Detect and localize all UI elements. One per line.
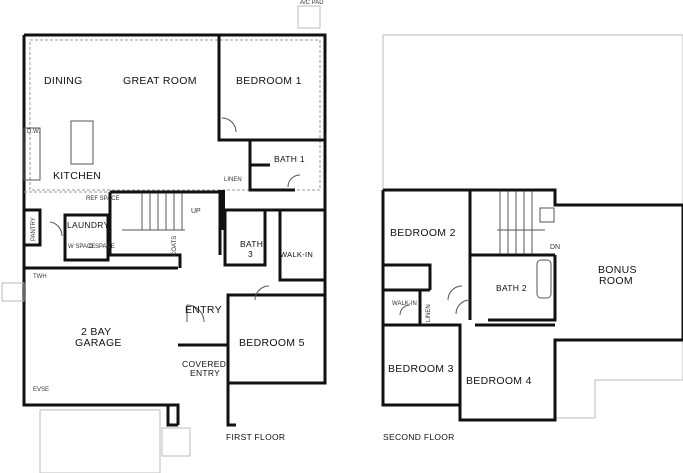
note-washer: W SPACE xyxy=(68,244,95,250)
bath1-walls xyxy=(218,140,325,282)
hvac-chase xyxy=(539,207,555,223)
room-label-kitchen: KITCHEN xyxy=(53,170,101,182)
room-label-covered-entry-line1: COVERED xyxy=(182,359,226,369)
second-floor-title: SECOND FLOOR xyxy=(383,432,455,442)
roof-line xyxy=(29,39,321,191)
room-label-bonus-line1: BONUS xyxy=(598,264,637,276)
room-label-bonus-line2: ROOM xyxy=(599,275,633,287)
roof-outline xyxy=(382,34,683,419)
note-dw: D.W. xyxy=(27,129,40,135)
entry-walls xyxy=(166,343,236,427)
room-label-covered-entry-line2: ENTRY xyxy=(190,368,220,378)
garage-door-landing xyxy=(1,282,25,302)
note-dryer: D SPACE xyxy=(89,244,115,250)
stair-walls xyxy=(24,190,220,268)
room-label-laundry: LAUNDRY xyxy=(67,220,110,230)
room-label-bedroom3: BEDROOM 3 xyxy=(388,363,454,375)
room-label-bedroom1: BEDROOM 1 xyxy=(236,75,302,87)
first-floor-title: FIRST FLOOR xyxy=(226,432,285,442)
note-evse: EVSE xyxy=(33,387,49,393)
bathtub xyxy=(536,259,552,299)
room-label-walkin: WALK-IN xyxy=(392,301,417,307)
kitchen-island xyxy=(70,120,94,165)
room-label-linen: LINEN xyxy=(426,304,432,322)
room-label-garage-line2: GARAGE xyxy=(75,337,122,349)
room-label-bedroom5: BEDROOM 5 xyxy=(239,337,305,349)
driveway xyxy=(39,409,161,473)
note-up: UP xyxy=(191,208,201,215)
room-label-pantry: PANTRY xyxy=(31,217,37,241)
room-label-dining: DINING xyxy=(44,75,83,87)
note-twh: TWH xyxy=(33,274,47,280)
room-label-entry: ENTRY xyxy=(185,304,222,316)
first-floor-plan: DINING GREAT ROOM BEDROOM 1 KITCHEN BATH… xyxy=(1,0,327,473)
room-label-bath3-line2: 3 xyxy=(248,249,253,259)
room-label-bedroom4: BEDROOM 4 xyxy=(466,375,532,387)
room-label-bath2: BATH 2 xyxy=(496,283,527,293)
ac-pad xyxy=(297,5,321,29)
exterior-wall xyxy=(22,33,327,425)
exterior-wall xyxy=(381,188,683,422)
note-dn: DN xyxy=(550,244,560,251)
room-label-coats: COATS xyxy=(172,236,178,256)
room-label-great-room: GREAT ROOM xyxy=(123,75,197,87)
stairs xyxy=(497,191,545,254)
room-label-bedroom2: BEDROOM 2 xyxy=(390,227,456,239)
room-label-garage-line1: 2 BAY xyxy=(81,326,112,338)
room-label-linen: LINEN xyxy=(224,177,242,183)
second-floor-plan: BEDROOM 2 BONUS ROOM BATH 2 WALK-IN LINE… xyxy=(381,34,683,442)
room-label-walkin: WALK-IN xyxy=(280,250,313,259)
stairs xyxy=(122,193,185,231)
room-label-bath3-line1: BATH xyxy=(240,239,263,249)
note-ref-space: REF SPACE xyxy=(86,196,120,202)
note-ac-pad: A/C PAD xyxy=(300,0,324,6)
kitchen-counter xyxy=(23,127,41,181)
room-label-bath1: BATH 1 xyxy=(274,154,305,164)
